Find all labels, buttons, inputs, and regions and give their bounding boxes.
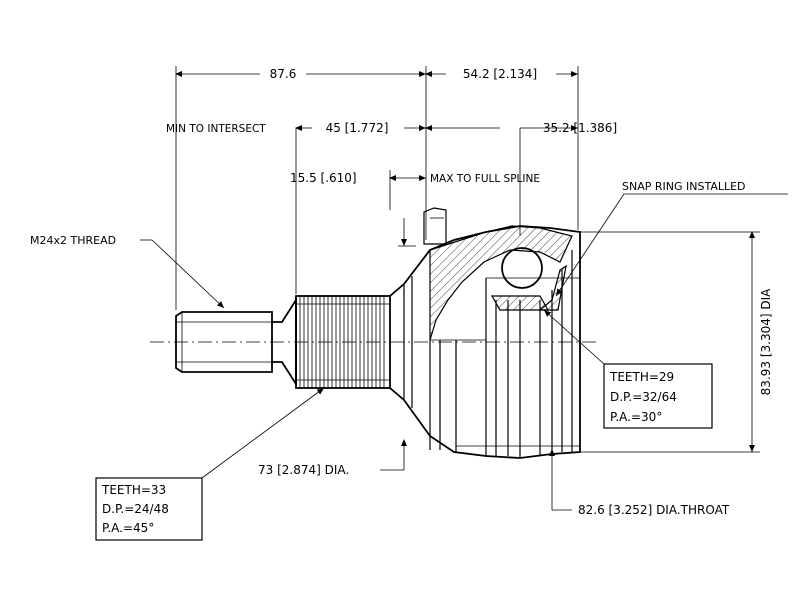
bell-housing [389,207,581,459]
dim-15-5: 15.5 [.610] [290,171,357,185]
dim-83-93-dia: 83.93 [3.304] DIA [759,288,773,395]
bottom-dimensions [380,439,572,511]
inner-teeth: TEETH=29 [609,370,674,384]
dim-35-2: 35.2 [1.386] [543,121,617,135]
inner-dp: D.P.=32/64 [610,390,677,404]
threaded-stub [175,311,273,373]
inner-pa: P.A.=30° [610,410,662,424]
outer-teeth: TEETH=33 [101,483,166,497]
label-min-to-intersect: MIN TO INTERSECT [166,123,266,135]
outer-pa: P.A.=45° [102,521,154,535]
dimension-lines [175,66,579,310]
right-dimension [580,231,760,453]
dim-73-dia: 73 [2.874] DIA. [258,463,349,477]
dim-45: 45 [1.772] [326,121,389,135]
outer-spline-spec-box [95,477,203,541]
callout-snap-ring: SNAP RING INSTALLED [622,180,746,193]
dim-54-2: 54.2 [2.134] [463,67,537,81]
dim-87-6: 87.6 [270,67,297,81]
leader-lines [140,193,788,479]
outer-dp: D.P.=24/48 [102,502,169,516]
label-max-to-full-spline: MAX TO FULL SPLINE [430,173,540,185]
splined-shaft [295,295,391,389]
dim-82-6-dia-throat: 82.6 [3.252] DIA.THROAT [578,503,730,517]
callout-thread: M24x2 THREAD [30,234,116,247]
inner-spline-spec-box [603,363,713,429]
